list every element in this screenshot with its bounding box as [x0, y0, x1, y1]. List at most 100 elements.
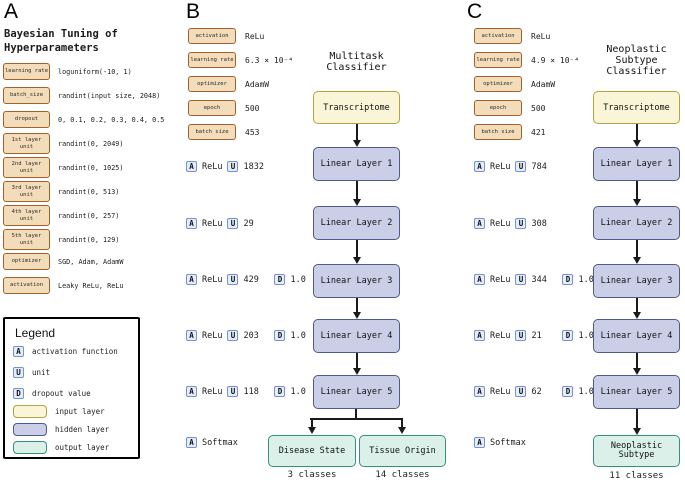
unit-badge-icon: U: [227, 218, 239, 229]
unit-badge-icon: U: [227, 274, 239, 285]
linear-layer-label: Linear Layer 1: [320, 159, 393, 169]
hyperparam-row-learning-rate: learning rate loguniform(-10, 1): [3, 63, 132, 80]
dropout-value: 1.0: [578, 274, 594, 285]
panel-a-title-line2: Hyperparameters: [4, 41, 99, 54]
classifier-title-line: Multitask: [329, 51, 384, 62]
linear-layer-1-box: Linear Layer 1: [313, 147, 400, 181]
hyperparam-value: randint(0, 513): [58, 187, 120, 196]
softmax-annotation: A Softmax: [474, 437, 526, 448]
legend-item-activation: A activation function: [13, 346, 118, 357]
activation-badge-icon: A: [474, 330, 485, 341]
classifier-title-line: Neoplastic: [606, 44, 667, 55]
unit-badge-icon: U: [515, 330, 527, 341]
hyperparam-row-dropout: dropout 0, 0.1, 0.2, 0.3, 0.4, 0.5: [3, 111, 164, 128]
panel-b-letter: B: [186, 0, 201, 23]
dropout-badge-icon: D: [274, 274, 286, 285]
linear-layer-label: Linear Layer 2: [600, 218, 673, 228]
hyperparam-label: optimizer: [197, 80, 227, 87]
hyperparam-value: randint(0, 257): [58, 211, 120, 220]
class-count-label: 11 classes: [609, 471, 664, 481]
output-layer-swatch: [13, 441, 47, 454]
arrow-shaft: [635, 240, 638, 257]
output-box-disease-state: Disease State: [268, 435, 356, 467]
input-layer-label: Transcriptome: [323, 102, 390, 113]
hyperparam-label: learning rate: [190, 56, 234, 63]
dropout-value: 1.0: [578, 386, 594, 397]
hyperparam-box: 2nd layer unit: [3, 157, 50, 178]
arrow-shaft: [355, 353, 358, 368]
hyperparam-box: activation: [188, 28, 236, 44]
hyperparam-row-activation: activation ReLu: [188, 28, 264, 44]
hyperparam-label: 3rd layer unit: [11, 184, 42, 198]
activation-badge-icon: A: [474, 274, 485, 285]
linear-layer-label: Linear Layer 4: [600, 331, 673, 341]
arrow-head-icon: [632, 312, 641, 319]
legend-item-unit: U unit: [13, 367, 50, 378]
branch-horizontal-line: [310, 418, 403, 420]
unit-badge-icon: U: [227, 386, 239, 397]
flow-arrow: [632, 353, 641, 375]
hyperparam-value: ReLu: [531, 31, 551, 41]
layer1-annotation: A ReLu U 784: [474, 161, 557, 172]
legend-item-label: activation function: [32, 347, 118, 356]
softmax-annotation: A Softmax: [186, 437, 238, 448]
hyperparam-value: ReLu: [245, 31, 265, 41]
flow-arrow: [632, 298, 641, 319]
legend-title: Legend: [15, 326, 56, 340]
layer2-annotation: A ReLu U 308: [474, 218, 557, 229]
hyperparam-box: 4th layer unit: [3, 205, 50, 226]
output-label-line: Subtype: [618, 450, 655, 460]
arrow-head-icon: [632, 199, 641, 206]
hyperparam-row-layer4-unit: 4th layer unit randint(0, 257): [3, 205, 119, 226]
class-count-label: 3 classes: [287, 470, 337, 480]
activation-value: ReLu: [202, 386, 223, 397]
hyperparam-label: 2nd layer unit: [11, 160, 42, 174]
arrow-shaft: [355, 181, 358, 199]
arrow-head-icon: [352, 140, 361, 147]
hyperparam-row-learning-rate: learning rate 6.3 × 10⁻⁴: [188, 52, 293, 68]
flow-arrow: [352, 298, 361, 319]
classifier-title-line: Classifier: [326, 62, 387, 74]
activation-badge-icon: A: [474, 218, 485, 229]
layer3-annotation: A ReLu U 429 D 1.0: [186, 274, 306, 285]
flow-arrow: [632, 240, 641, 264]
linear-layer-2-box: Linear Layer 2: [313, 206, 400, 240]
dropout-badge-icon: D: [562, 274, 574, 285]
activation-badge-icon: A: [186, 386, 197, 397]
hyperparam-label: epoch: [489, 104, 507, 111]
activation-value: ReLu: [202, 330, 223, 341]
unit-value: 1832: [243, 161, 264, 172]
unit-value: 308: [531, 218, 547, 229]
hyperparam-value: randint(0, 1025): [58, 163, 124, 172]
hidden-layer-swatch: [13, 423, 47, 436]
legend-item-hidden-layer: hidden layer: [13, 423, 109, 436]
linear-layer-label: Linear Layer 5: [600, 387, 673, 397]
hyperparam-value: Leaky ReLu, ReLu: [58, 281, 124, 290]
activation-value: ReLu: [490, 330, 511, 341]
hyperparam-box: dropout: [3, 111, 50, 128]
panel-c-letter: C: [467, 0, 483, 23]
hyperparam-value: 421: [531, 127, 546, 137]
hyperparam-label: learning rate: [4, 68, 49, 74]
arrow-shaft: [355, 298, 358, 312]
hyperparam-row-activation: activation Leaky ReLu, ReLu: [3, 277, 123, 294]
hyperparam-row-batch-size: batch_size randint(input size, 2048): [3, 87, 160, 104]
arrow-shaft: [635, 353, 638, 368]
hyperparam-box: 1st layer unit: [3, 133, 50, 154]
flow-arrow: [632, 124, 641, 147]
linear-layer-label: Linear Layer 4: [320, 331, 393, 341]
arrow-head-icon: [352, 199, 361, 206]
dropout-badge-icon: D: [13, 388, 24, 399]
softmax-label: Softmax: [202, 437, 238, 448]
hyperparam-value: 500: [531, 103, 546, 113]
hyperparam-box: batch_size: [3, 87, 50, 104]
flow-arrow: [632, 181, 641, 206]
hyperparam-row-layer2-unit: 2nd layer unit randint(0, 1025): [3, 157, 123, 178]
arrow-shaft: [635, 124, 638, 140]
linear-layer-label: Linear Layer 3: [320, 276, 393, 286]
hyperparam-row-layer5-unit: 5th layer unit randint(0, 129): [3, 229, 119, 250]
class-count-label: 14 classes: [375, 470, 430, 480]
activation-value: ReLu: [202, 274, 223, 285]
dropout-badge-icon: D: [274, 386, 286, 397]
layer3-annotation: A ReLu U 344 D 1.0: [474, 274, 594, 285]
